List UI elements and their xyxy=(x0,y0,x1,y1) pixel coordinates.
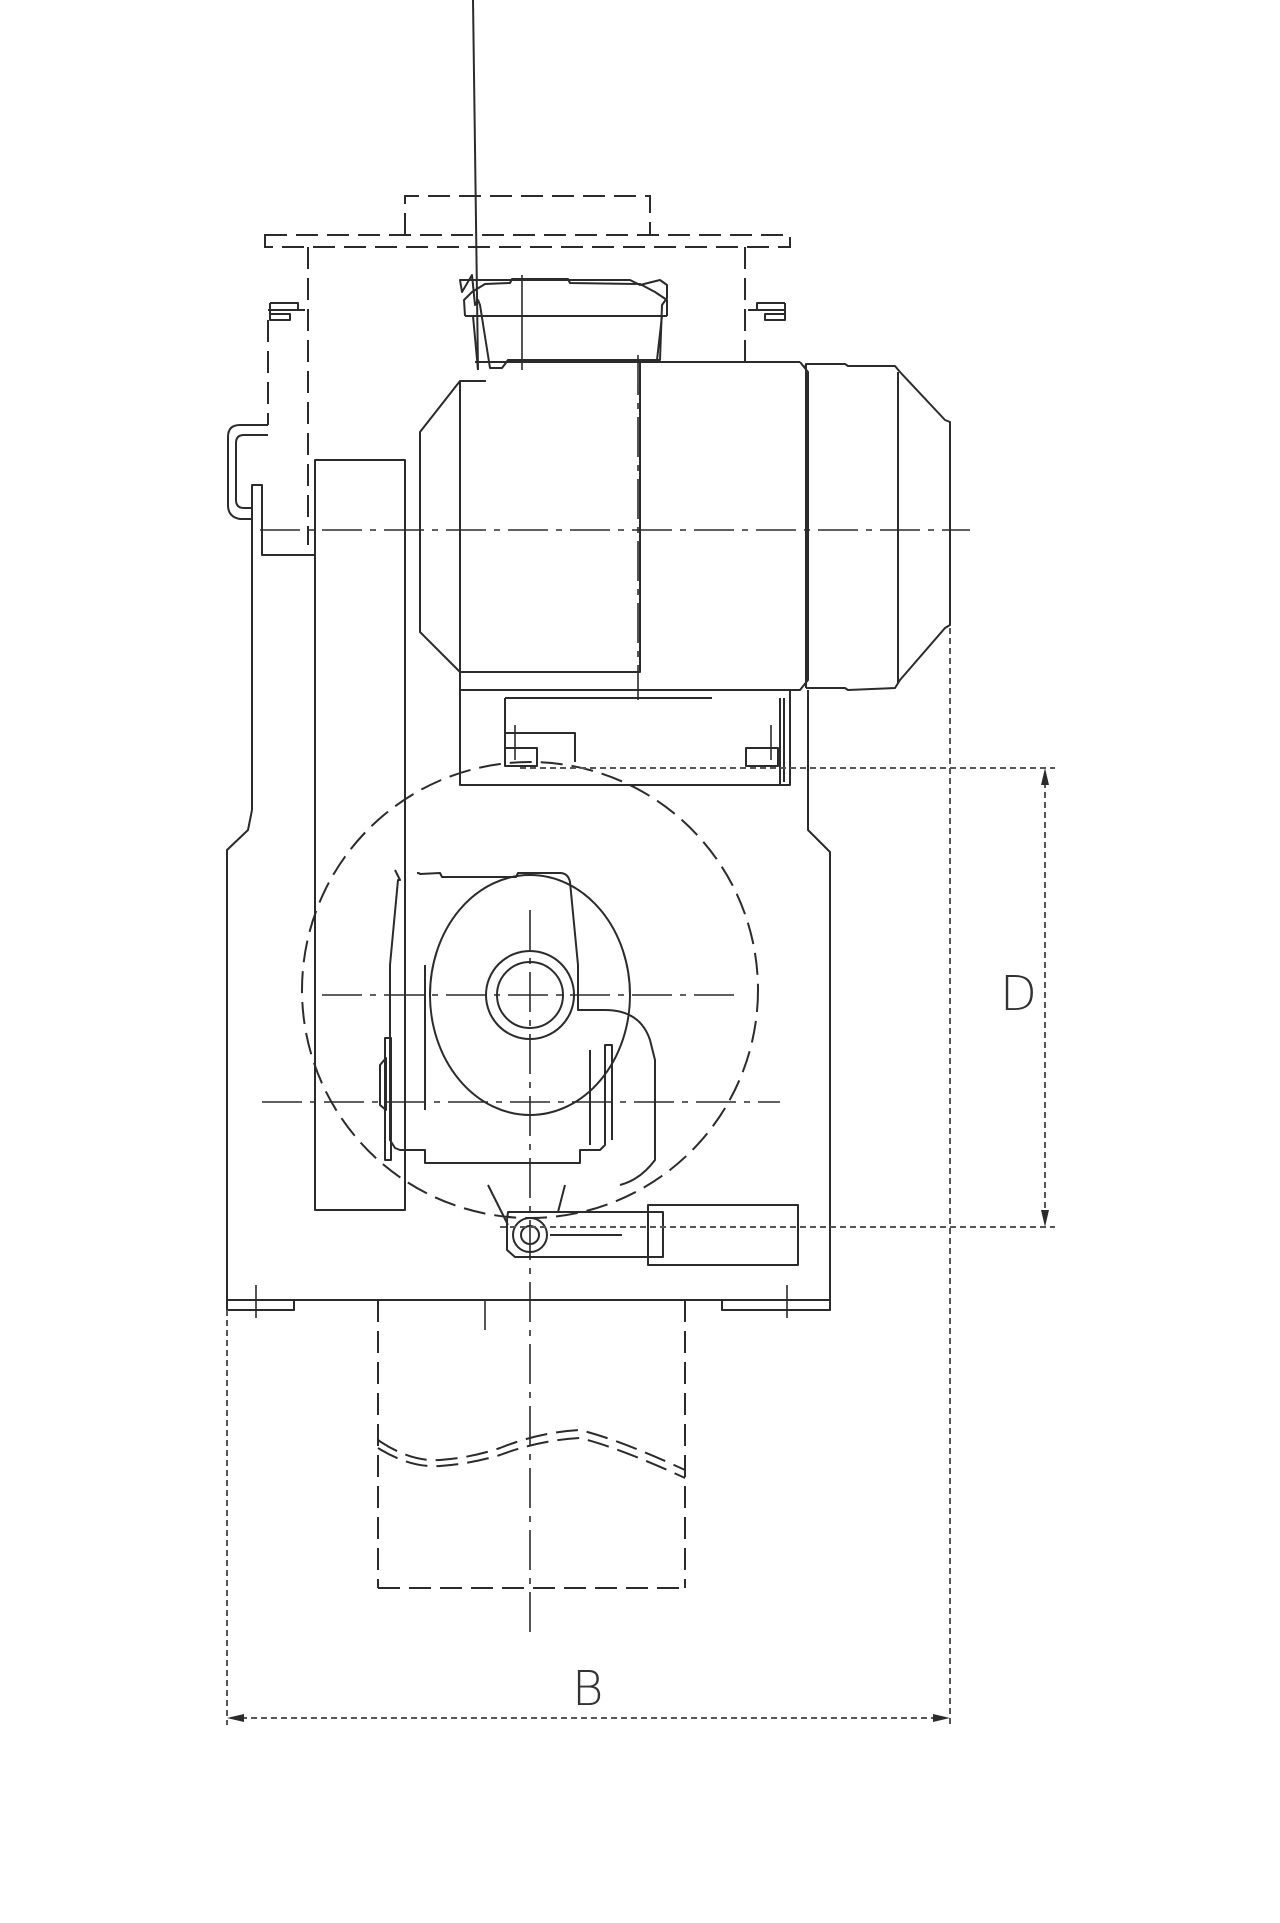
dimension-d-label: D xyxy=(1000,966,1037,1022)
side-plate xyxy=(314,459,406,1211)
pump-casing xyxy=(379,869,656,1186)
dimension-b-label: B xyxy=(572,1661,604,1717)
dimension-b xyxy=(226,1310,950,1725)
frame-left xyxy=(226,424,315,1305)
suction-pipe-hidden xyxy=(377,1300,686,1589)
frame-right xyxy=(807,690,831,1305)
dimension-d xyxy=(500,628,1055,1725)
top-plate-hidden xyxy=(264,195,791,545)
motor-fan-cover xyxy=(804,363,951,691)
base-feet xyxy=(226,1285,831,1330)
motor-body xyxy=(419,355,809,700)
mount-brackets xyxy=(267,302,786,425)
terminal-box xyxy=(459,0,668,371)
lever-handle xyxy=(487,1184,799,1266)
motor-base xyxy=(459,690,791,786)
